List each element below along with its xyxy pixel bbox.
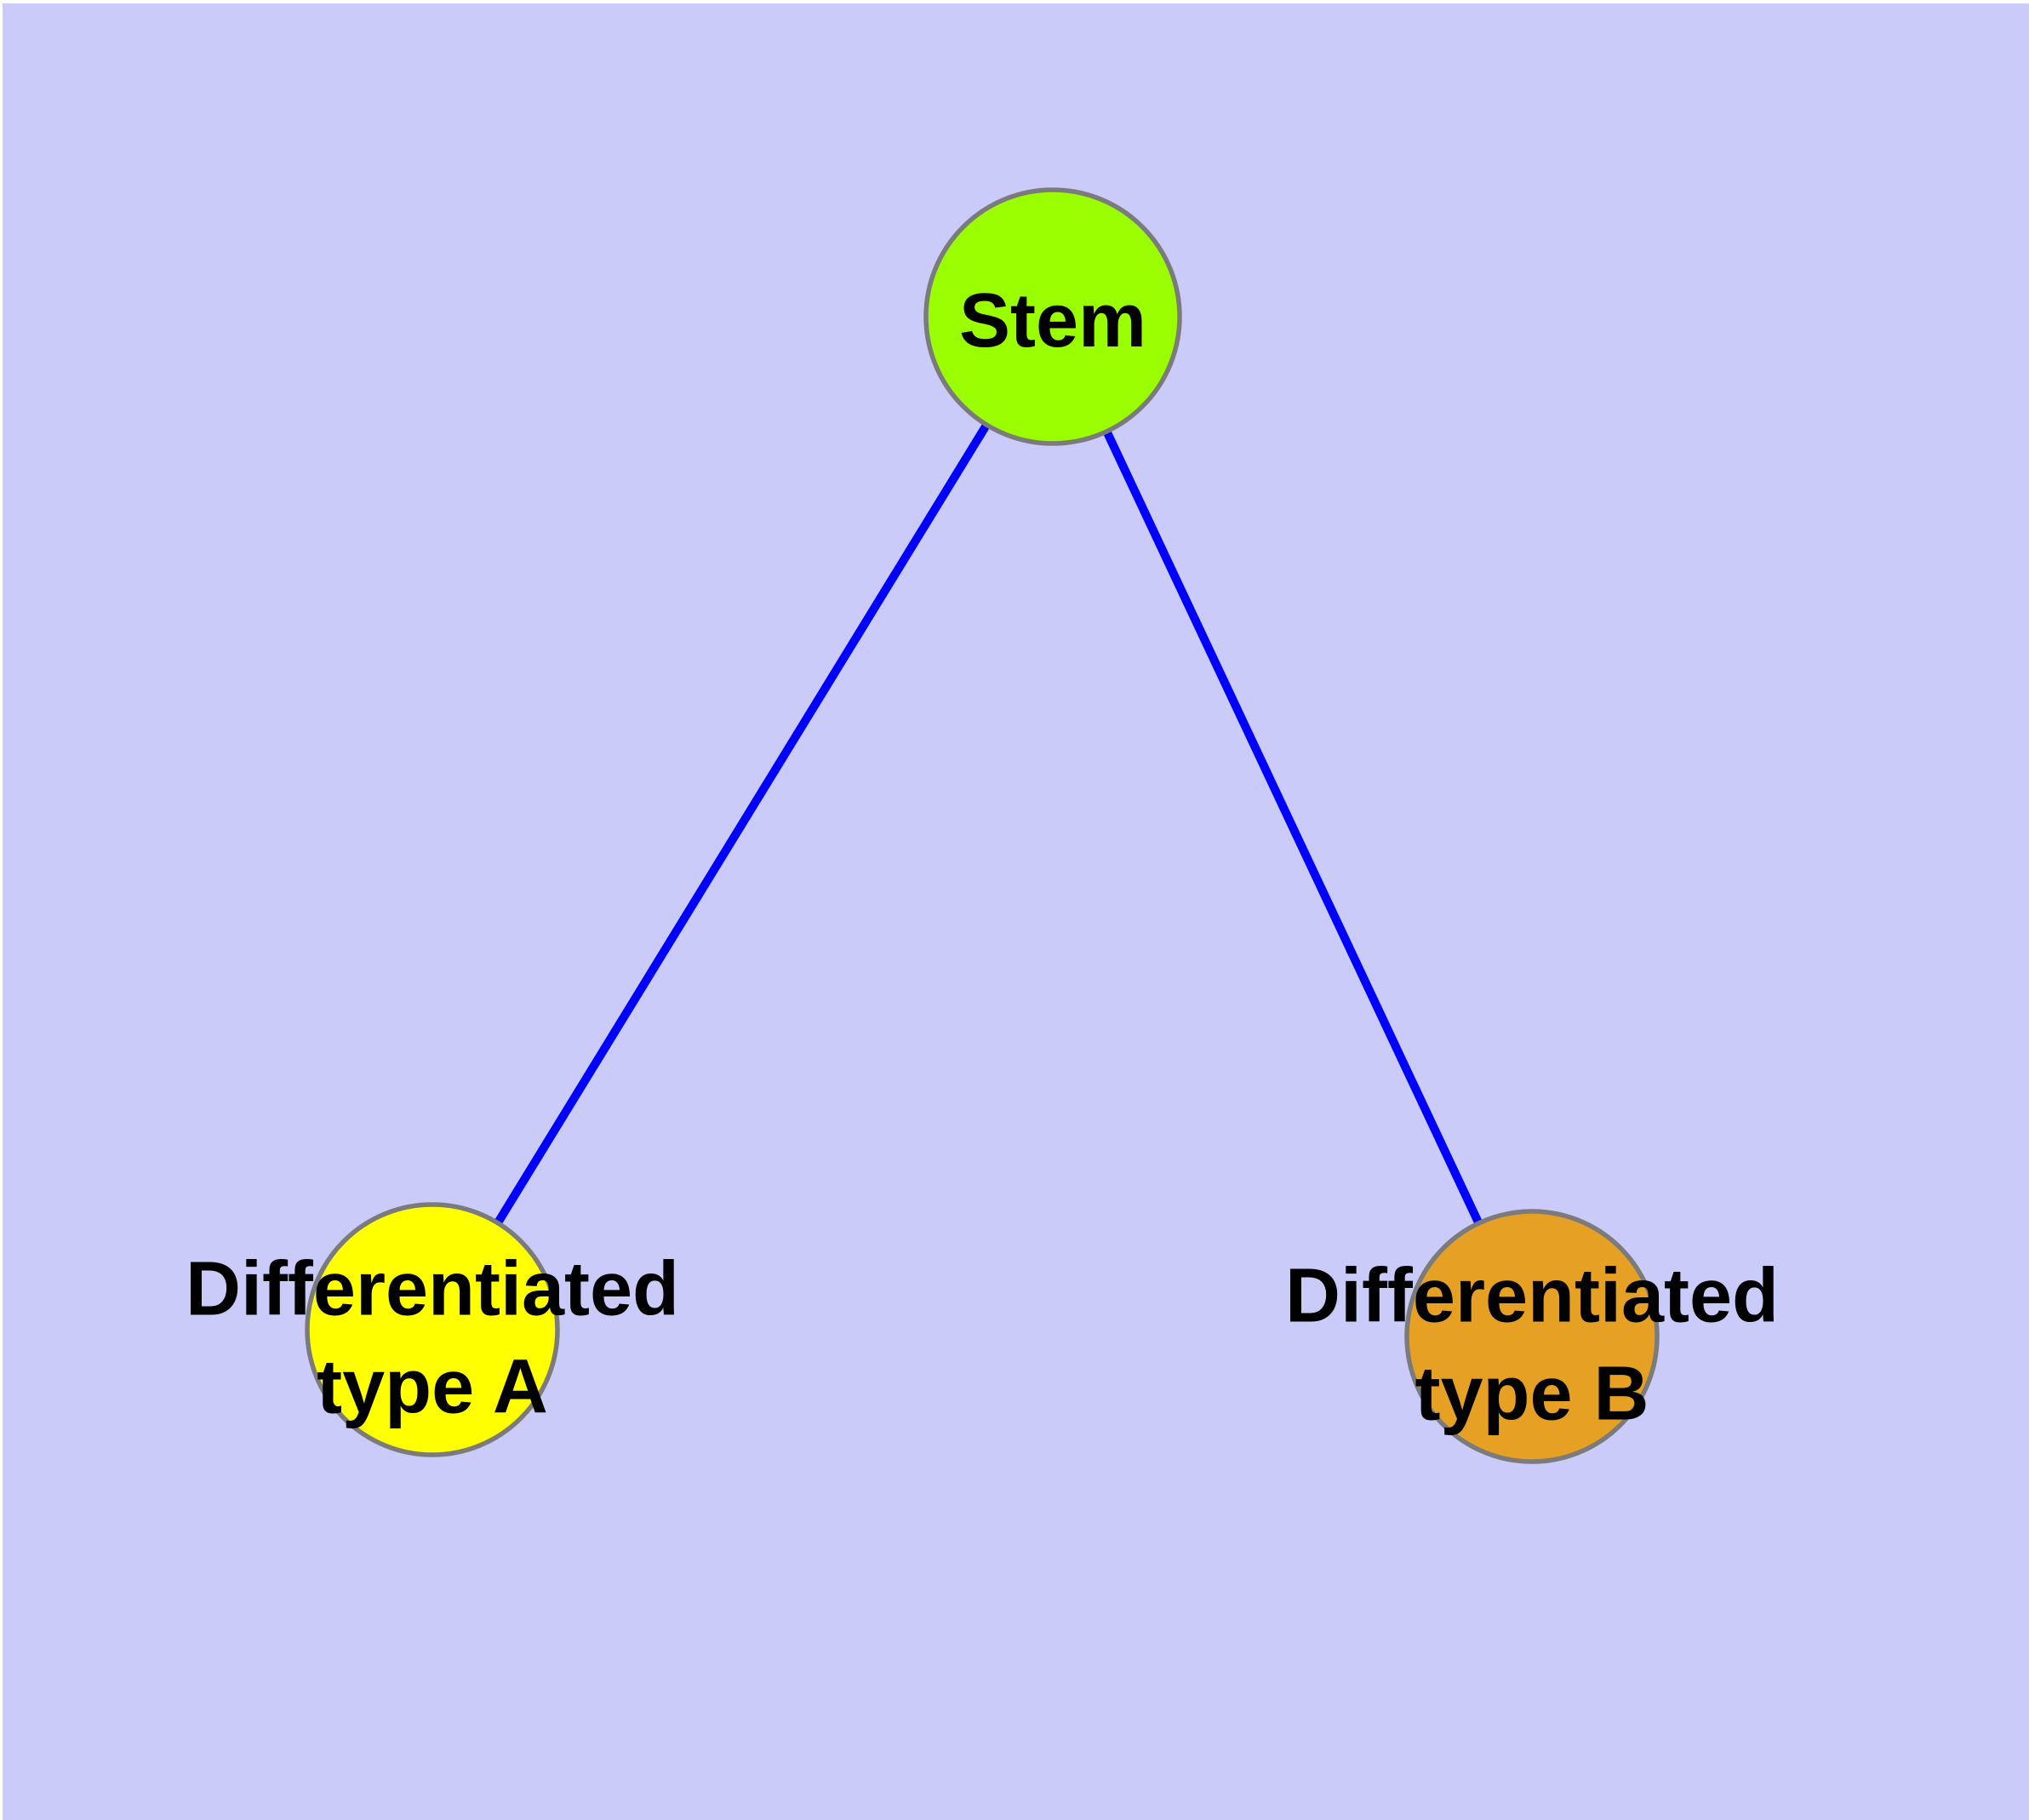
node-differentiated-type-a: Differentiated type A <box>186 1202 679 1457</box>
node-label-differentiated-type-b-line-1: Differentiated <box>1285 1254 1779 1339</box>
node-label-stem-line-1: Stem <box>959 278 1146 363</box>
node-stem: Stem <box>923 187 1182 446</box>
edge-stem-to-differentiated-type-b <box>1049 314 1536 1339</box>
node-differentiated-type-b: Differentiated type B <box>1285 1209 1779 1464</box>
node-circle-differentiated-type-b <box>1404 1209 1660 1464</box>
edge-stem-to-differentiated-type-a <box>428 314 1057 1332</box>
node-circle-stem <box>923 187 1182 446</box>
node-label-differentiated-type-b-line-2: type B <box>1415 1352 1649 1437</box>
node-label-differentiated-type-a-line-1: Differentiated <box>186 1247 679 1332</box>
node-label-differentiated-type-a-line-2: type A <box>317 1345 548 1430</box>
edge-layer <box>428 314 1536 1339</box>
node-circle-differentiated-type-a <box>305 1202 560 1457</box>
